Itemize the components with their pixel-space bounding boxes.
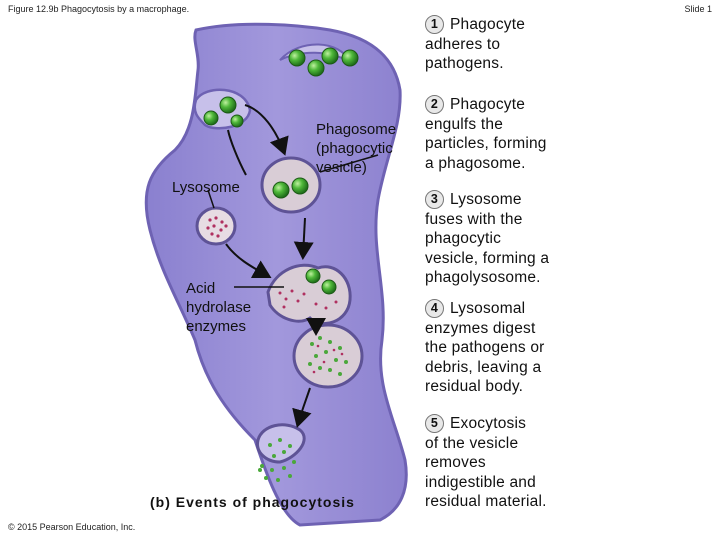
lysosome <box>197 208 235 244</box>
acid-hydrolase-label: Acid hydrolase enzymes <box>186 279 251 336</box>
phagosome-label: Phagosome (phagocytic vesicle) <box>316 120 396 177</box>
step-number-badge: 4 <box>425 299 444 318</box>
phagosome <box>262 158 320 212</box>
figure-caption: (b) Events of phagocytosis <box>150 494 355 510</box>
lysosome-label: Lysosome <box>172 178 240 197</box>
step-number-badge: 1 <box>425 15 444 34</box>
step-number-badge: 5 <box>425 414 444 433</box>
step-number-badge: 3 <box>425 190 444 209</box>
copyright: © 2015 Pearson Education, Inc. <box>8 522 135 532</box>
digesting-vesicle <box>294 325 362 387</box>
step-number-badge: 2 <box>425 95 444 114</box>
